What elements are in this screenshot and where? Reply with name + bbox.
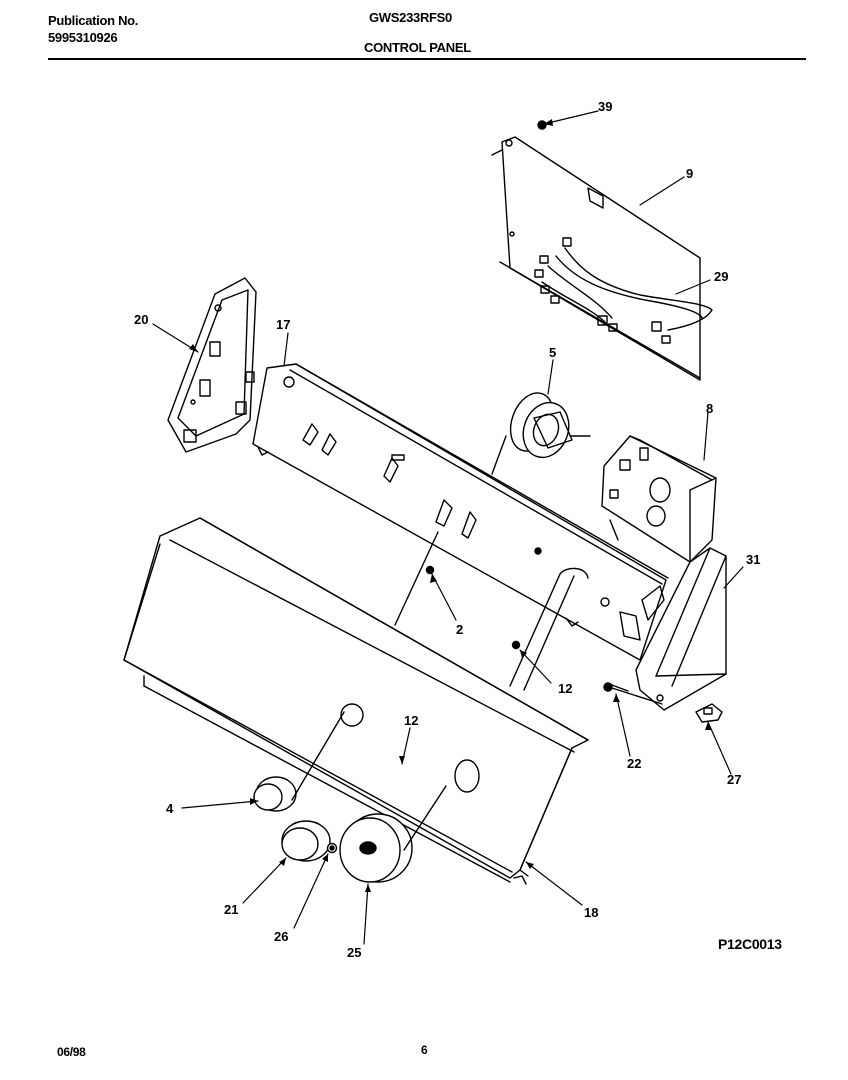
- callout-arrowheads: [189, 119, 712, 892]
- part-20-side-bracket: [167, 277, 257, 453]
- callout-29: 29: [714, 269, 728, 284]
- part-22-screw: [603, 682, 629, 692]
- part-18-console: [123, 517, 589, 885]
- part-4-knob: [253, 711, 345, 812]
- callout-31: 31: [746, 552, 760, 567]
- callout-8: 8: [706, 401, 713, 416]
- part-26-clip: [326, 842, 338, 854]
- part-25-timer-knob: [339, 785, 447, 883]
- callout-39: 39: [598, 99, 612, 114]
- callout-18: 18: [584, 905, 598, 920]
- publication-label: Publication No.: [48, 13, 139, 28]
- callout-2: 2: [456, 622, 463, 637]
- part-31-end-cap: [635, 547, 727, 711]
- header-rule: [48, 58, 806, 60]
- part-21-knob-cap: [281, 820, 331, 862]
- part-9-back-cover: [491, 136, 701, 381]
- callout-25: 25: [347, 945, 361, 960]
- callout-21: 21: [224, 902, 238, 917]
- callout-17: 17: [276, 317, 290, 332]
- part-8-switch: [601, 435, 717, 563]
- page-number: 6: [421, 1043, 428, 1057]
- part-39-screw: [537, 120, 547, 130]
- callout-12-upper: 12: [558, 681, 572, 696]
- callout-leaders: [152, 110, 744, 945]
- callout-20: 20: [134, 312, 148, 327]
- footer-date: 06/98: [57, 1045, 86, 1059]
- part-5-timer: [491, 392, 591, 475]
- alignment-lines: [394, 531, 663, 705]
- figure-code: P12C0013: [718, 936, 782, 952]
- callout-9: 9: [686, 166, 693, 181]
- callout-22: 22: [627, 756, 641, 771]
- part-29-wire-harness: [534, 237, 713, 344]
- part-27-clip: [695, 703, 723, 723]
- callout-12-lower: 12: [404, 713, 418, 728]
- callout-5: 5: [549, 345, 556, 360]
- publication-number: 5995310926: [48, 30, 118, 45]
- part-17-control-panel: [252, 363, 669, 661]
- section-title: CONTROL PANEL: [364, 40, 471, 55]
- callout-26: 26: [274, 929, 288, 944]
- callout-27: 27: [727, 772, 741, 787]
- model-number: GWS233RFS0: [369, 10, 452, 25]
- callout-4: 4: [166, 801, 174, 816]
